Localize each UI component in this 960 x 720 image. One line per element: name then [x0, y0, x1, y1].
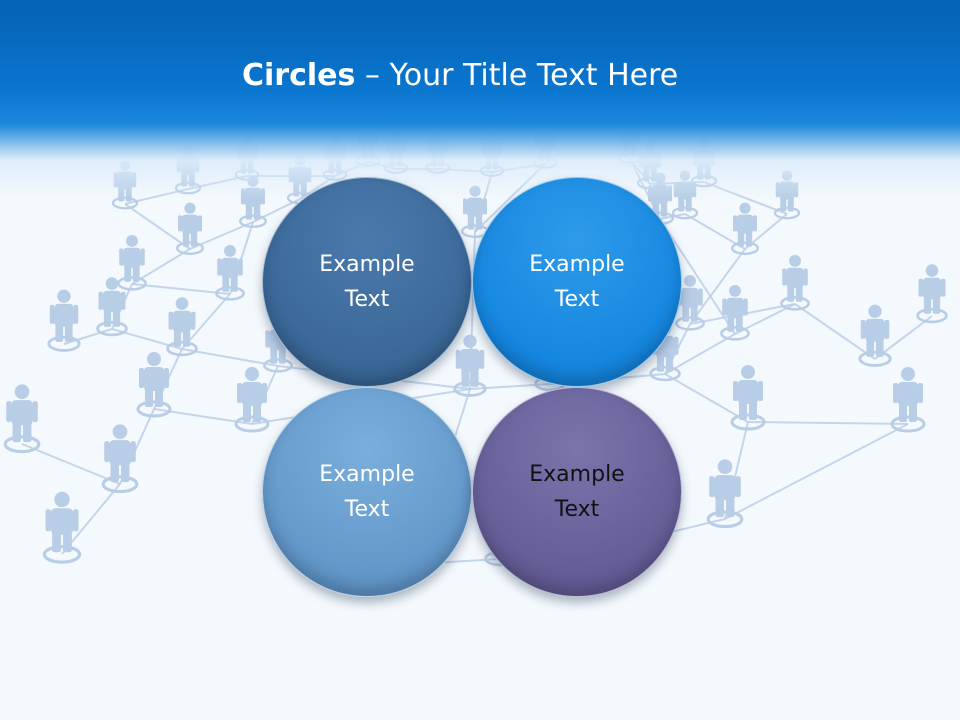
network-line — [131, 283, 231, 295]
network-line — [689, 248, 746, 325]
person-figure-icon — [720, 284, 750, 341]
person-figure-icon — [136, 352, 172, 418]
network-line — [664, 373, 749, 423]
person-figure-icon — [117, 234, 147, 291]
network-line — [747, 421, 909, 425]
network-line — [664, 333, 736, 375]
network-line — [124, 203, 191, 250]
network-line — [63, 328, 113, 345]
person-figure-icon — [780, 254, 810, 311]
circle-bottom-right[interactable]: Example Text — [472, 387, 682, 597]
circle-label: Example Text — [319, 252, 415, 312]
title-rest-part: – Your Title Text Here — [355, 58, 679, 93]
network-line — [794, 303, 876, 360]
network-line — [181, 348, 279, 367]
person-figure-icon — [730, 202, 760, 256]
title-bold-part: Circles — [242, 58, 356, 93]
circle-label: Example Text — [529, 252, 625, 312]
person-figure-icon — [175, 202, 205, 256]
network-line — [21, 443, 121, 485]
person-figure-icon — [42, 491, 82, 564]
person-figure-icon — [890, 367, 926, 433]
circle-bottom-left[interactable]: Example Text — [262, 387, 472, 597]
person-figure-icon — [96, 277, 128, 337]
person-figure-icon — [101, 424, 139, 494]
person-figure-icon — [166, 297, 198, 357]
network-line — [684, 213, 746, 250]
circle-label: Example Text — [529, 462, 625, 522]
person-figure-icon — [234, 367, 270, 433]
person-figure-icon — [916, 264, 948, 324]
person-figure-icon — [215, 244, 245, 301]
person-figure-icon — [47, 289, 81, 352]
circle-label: Example Text — [319, 462, 415, 522]
person-figure-icon — [3, 384, 41, 454]
person-figure-icon — [453, 334, 487, 397]
person-figure-icon — [730, 365, 766, 431]
person-figure-icon — [858, 304, 892, 367]
slide-title[interactable]: Circles – Your Title Text Here — [242, 54, 678, 98]
person-figure-icon — [706, 459, 744, 529]
title-banner — [0, 0, 960, 200]
network-line — [724, 423, 909, 520]
network-line — [874, 315, 933, 360]
circle-top-right[interactable]: Example Text — [472, 177, 682, 387]
circle-top-left[interactable]: Example Text — [262, 177, 472, 387]
